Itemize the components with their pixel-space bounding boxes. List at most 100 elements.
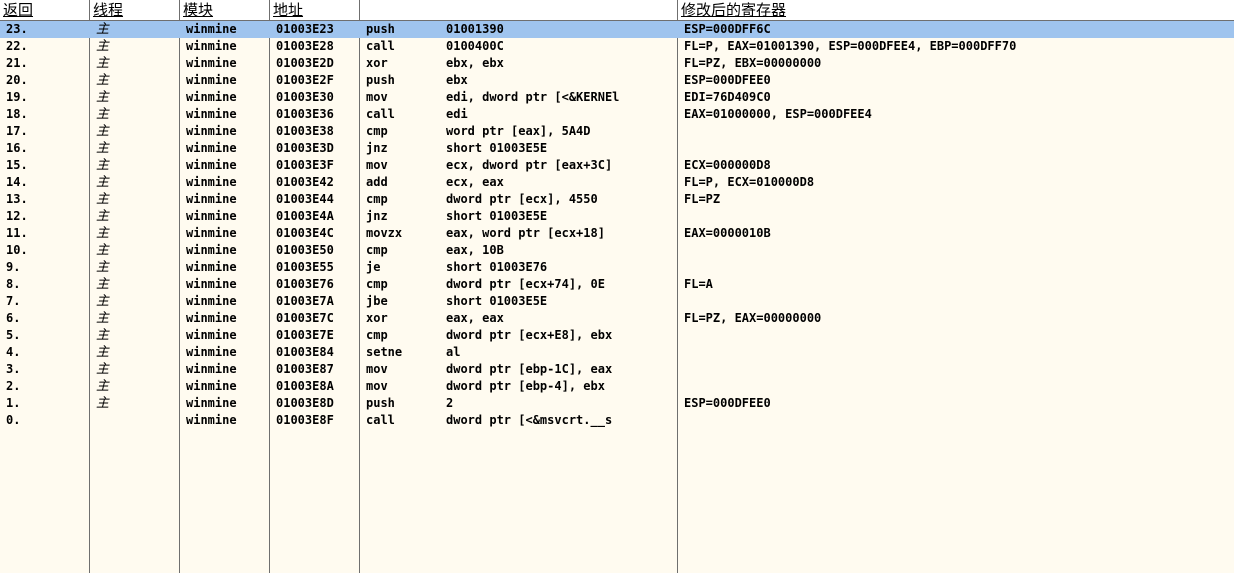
address-cell: 01003E30 [276,90,334,104]
return-index-cell: 5. [6,328,21,342]
module-cell: winmine [186,345,237,359]
address-cell: 01003E3F [276,158,334,172]
column-divider[interactable] [269,0,270,573]
column-header-thread[interactable]: 线程 [93,1,124,19]
return-index-cell: 2. [6,379,21,393]
column-divider[interactable] [89,0,90,573]
operand-cell: eax, eax [446,311,504,325]
module-cell: winmine [186,413,237,427]
return-index-cell: 6. [6,311,21,325]
thread-cell: 主 [96,39,110,54]
return-index-cell: 3. [6,362,21,376]
address-cell: 01003E76 [276,277,334,291]
thread-cell: 主 [96,345,110,360]
module-cell: winmine [186,56,237,70]
return-index-cell: 18. [6,107,28,121]
mnemonic-cell: mov [366,90,388,104]
thread-cell: 主 [96,175,110,190]
operand-cell: 01001390 [446,22,504,36]
module-cell: winmine [186,175,237,189]
address-cell: 01003E4A [276,209,334,223]
registers-cell: FL=P, ECX=010000D8 [684,175,815,189]
return-index-cell: 20. [6,73,28,87]
column-divider[interactable] [359,0,360,573]
operand-cell: dword ptr [<&msvcrt.__s [446,413,613,427]
registers-cell: EDI=76D409C0 [684,90,771,104]
module-cell: winmine [186,22,237,36]
operand-cell: dword ptr [ecx+E8], ebx [446,328,613,342]
address-cell: 01003E2D [276,56,334,70]
return-index-cell: 4. [6,345,21,359]
operand-cell: edi [446,107,468,121]
mnemonic-cell: xor [366,56,388,70]
column-header-module[interactable]: 模块 [183,1,214,19]
registers-cell: ESP=000DFEE0 [684,396,771,410]
column-header-registers[interactable]: 修改后的寄存器 [681,1,787,19]
address-cell: 01003E84 [276,345,334,359]
mnemonic-cell: jnz [366,209,388,223]
registers-cell: EAX=01000000, ESP=000DFEE4 [684,107,872,121]
thread-cell: 主 [96,328,110,343]
operand-cell: short 01003E76 [446,260,548,274]
thread-cell: 主 [96,379,110,394]
return-index-cell: 9. [6,260,21,274]
column-divider[interactable] [179,0,180,573]
return-index-cell: 21. [6,56,28,70]
address-cell: 01003E4C [276,226,334,240]
column-header-return[interactable]: 返回 [3,1,34,19]
address-cell: 01003E36 [276,107,334,121]
mnemonic-cell: mov [366,158,388,172]
registers-cell: FL=PZ [684,192,721,206]
return-index-cell: 8. [6,277,21,291]
return-index-cell: 14. [6,175,28,189]
module-cell: winmine [186,141,237,155]
address-cell: 01003E55 [276,260,334,274]
column-header-address[interactable]: 地址 [273,1,304,19]
operand-cell: short 01003E5E [446,141,548,155]
thread-cell: 主 [96,260,110,275]
registers-cell: FL=PZ, EBX=00000000 [684,56,822,70]
module-cell: winmine [186,294,237,308]
operand-cell: short 01003E5E [446,209,548,223]
operand-cell: 0100400C [446,39,504,53]
thread-cell: 主 [96,226,110,241]
column-divider[interactable] [677,0,678,573]
column-header-instruction[interactable] [360,0,678,20]
return-index-cell: 15. [6,158,28,172]
mnemonic-cell: jbe [366,294,388,308]
address-cell: 01003E44 [276,192,334,206]
thread-cell: 主 [96,22,110,37]
registers-cell [684,327,1234,344]
thread-cell [96,412,176,429]
address-cell: 01003E2F [276,73,334,87]
operand-cell: dword ptr [ecx+74], 0E [446,277,605,291]
module-cell: winmine [186,209,237,223]
module-cell: winmine [186,260,237,274]
return-index-cell: 23. [6,22,28,36]
